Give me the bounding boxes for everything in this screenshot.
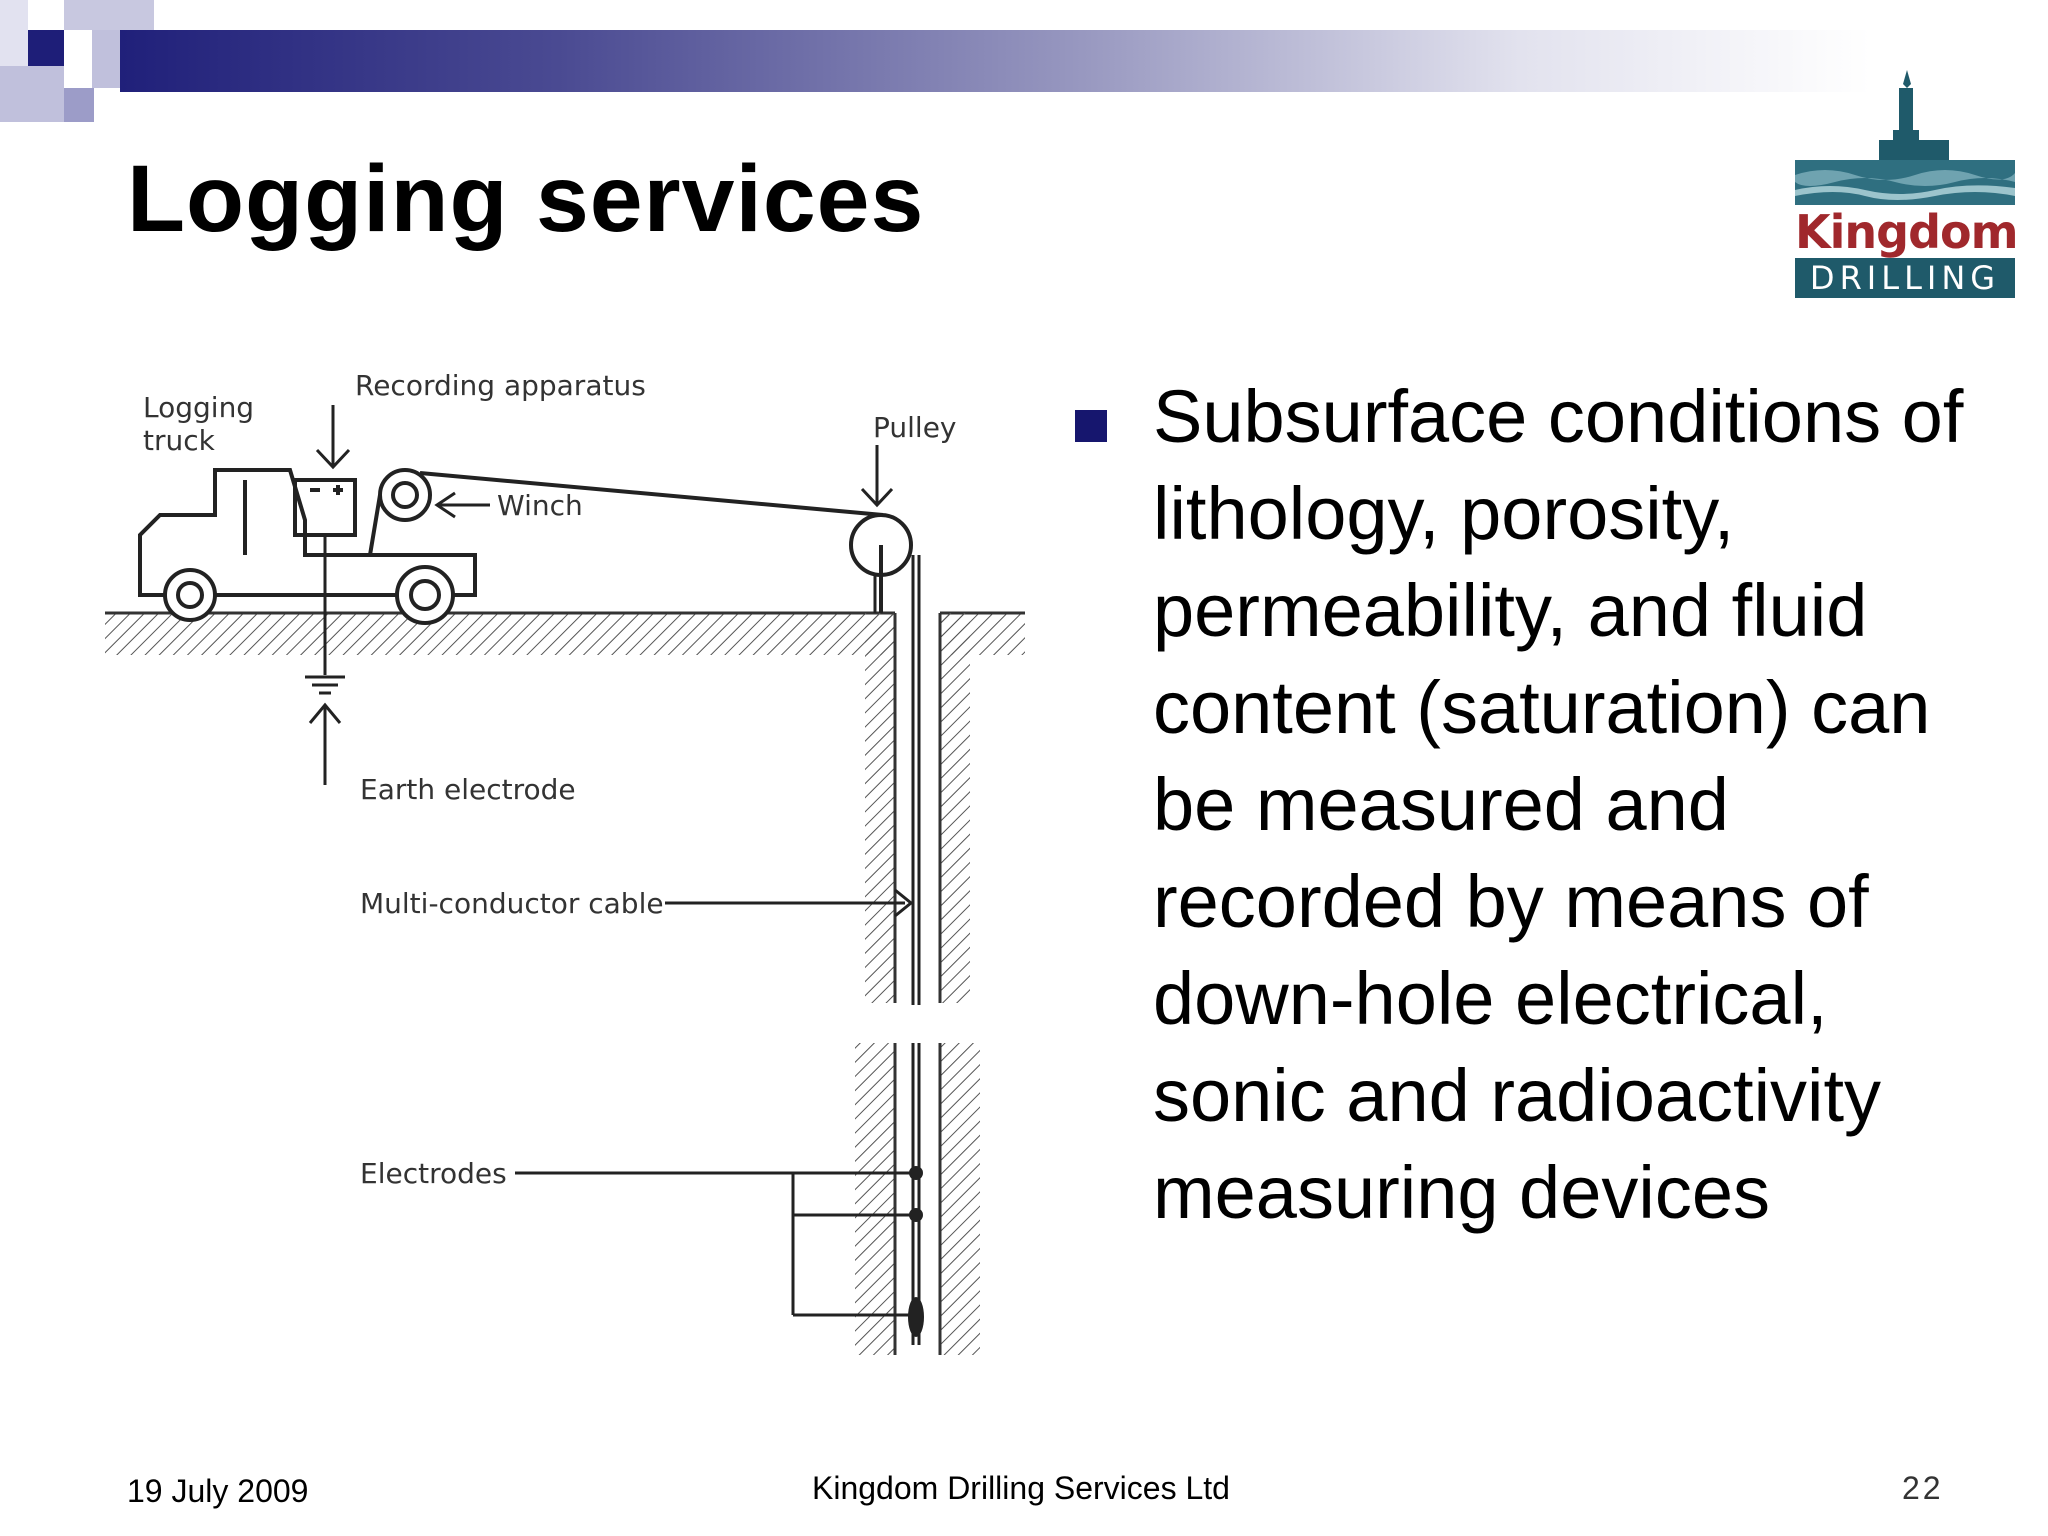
header-gradient-bar (120, 30, 1870, 92)
ground-hatching (105, 613, 895, 655)
decor-square (64, 0, 154, 30)
logo-wordmark: Kingdom (1795, 205, 2019, 259)
footer-date: 19 July 2009 (127, 1473, 309, 1509)
label-pulley: Pulley (873, 411, 957, 444)
electrode-icon (909, 1166, 923, 1180)
label-logging-truck: truck (143, 424, 216, 457)
logo-subtitle: DRILLING (1795, 258, 2015, 298)
electrode-icon (909, 1208, 923, 1222)
slide-number: 22 (1902, 1470, 1944, 1506)
slide-title: Logging services (127, 146, 925, 252)
borehole-wall (855, 1043, 895, 1355)
bullet-item: Subsurface conditions of lithology, poro… (1153, 375, 1964, 1234)
logo-oil-rig-icon (1795, 70, 2015, 205)
label-electrodes: Electrodes (360, 1157, 507, 1190)
company-logo: Kingdom DRILLING (1795, 70, 2019, 300)
logging-sonde-icon (908, 1297, 924, 1337)
borehole-wall (940, 1043, 980, 1355)
decor-square (0, 0, 28, 66)
borehole-wall (865, 613, 895, 1003)
bullet-square-icon (1075, 410, 1107, 442)
decor-square (28, 30, 64, 66)
label-logging-truck: Logging (143, 391, 254, 424)
logging-diagram: Logging truck Recording apparatus Pulley… (105, 369, 1025, 1355)
label-recording-apparatus: Recording apparatus (355, 369, 646, 402)
footer-company: Kingdom Drilling Services Ltd (812, 1470, 1230, 1506)
label-earth-electrode: Earth electrode (360, 773, 576, 806)
borehole-wall (940, 613, 970, 1003)
decor-square (64, 88, 94, 122)
label-multi-conductor-cable: Multi-conductor cable (360, 887, 664, 920)
label-winch: Winch (497, 489, 583, 522)
logging-truck-icon (138, 468, 477, 625)
decor-square (0, 66, 64, 122)
